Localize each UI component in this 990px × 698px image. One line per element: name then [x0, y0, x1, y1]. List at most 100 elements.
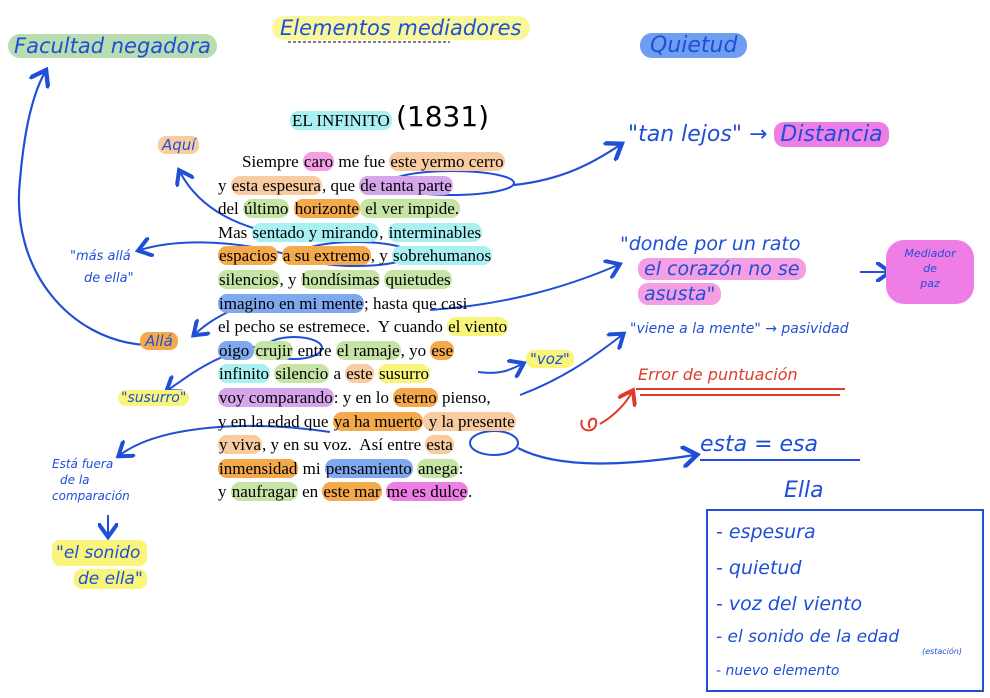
- poem-text: ,: [379, 222, 388, 242]
- poem-highlight: pensamiento: [324, 458, 413, 478]
- header-elementos-mediadores: Elementos mediadores: [272, 16, 530, 40]
- poem-line: el pecho se estremece. Y cuando el vient…: [218, 315, 598, 339]
- poem-line: inmensidad mi pensamiento anega:: [218, 457, 598, 481]
- note-fuera-3: comparación: [52, 489, 130, 503]
- poem-text: a: [329, 364, 346, 384]
- poem-text: .: [468, 482, 473, 502]
- ella-item-4: - el sonido de la edad: [716, 627, 900, 647]
- note-donde: "donde por un rato el corazón no se asus…: [620, 232, 806, 307]
- poem-highlight: ese: [430, 340, 455, 360]
- poem-line: y naufragar en este mar me es dulce.: [218, 480, 598, 504]
- poem-highlight: a su extremo: [281, 246, 371, 266]
- poem-highlight: este mar: [322, 482, 382, 502]
- poem-highlight: anega: [417, 458, 459, 478]
- ella-list-box: - espesura - quietud - voz del viento - …: [706, 509, 984, 692]
- poem-text: mi: [298, 458, 325, 478]
- note-voz: "voz": [526, 350, 574, 368]
- note-mas-alla-1: "más allá: [70, 249, 131, 264]
- poem-text: el pecho se estremece. Y cuando: [218, 317, 448, 337]
- poem-text: Mas: [218, 222, 252, 242]
- note-sonido-1: "el sonido: [52, 540, 147, 566]
- poem-year: (1831): [395, 100, 490, 133]
- note-susurro: "susurro": [118, 390, 190, 406]
- poem-highlight: ya ha muerto: [332, 411, 424, 431]
- poem-highlight: infinito: [218, 364, 271, 384]
- poem-highlight: el viento: [447, 317, 509, 337]
- poem-highlight: caro: [302, 152, 335, 171]
- poem-text: y en la edad que: [218, 411, 333, 431]
- note-mas-alla-2: de ella": [84, 271, 134, 286]
- poem-text: y: [218, 482, 231, 502]
- poem-highlight: espacios: [218, 246, 278, 266]
- note-mas-alla: "más allá de ella": [70, 246, 134, 290]
- poem-text: , y en su voz. Así entre: [262, 435, 426, 455]
- poem-text: , yo: [400, 340, 431, 360]
- poem-highlight: de tanta parte: [359, 175, 453, 195]
- poem-highlight: me es dulce: [385, 482, 469, 502]
- ella-item-2: - quietud: [716, 557, 802, 579]
- note-error: Error de puntuación: [638, 365, 798, 384]
- poem-text: pienso,: [437, 387, 491, 407]
- poem-highlight: sobrehumanos: [391, 246, 493, 266]
- note-aqui: Aquí: [158, 136, 200, 154]
- poem-highlight: crujir: [254, 340, 294, 360]
- poem-text: entre: [293, 340, 336, 360]
- poem-highlight: este: [345, 364, 374, 384]
- note-fuera-2: de la: [60, 473, 90, 487]
- poem-highlight: hondísimas: [300, 269, 381, 289]
- poem-text: , que: [321, 175, 360, 195]
- poem-text: Siempre: [242, 152, 303, 171]
- note-mediador-1: Mediador: [904, 247, 956, 260]
- poem-text: y: [218, 175, 231, 195]
- arrow-to-facultad: [17, 72, 146, 347]
- poem-line: oigo crujir entre el ramaje, yo ese: [218, 339, 598, 363]
- note-donde-1: "donde por un rato: [620, 233, 801, 255]
- note-sonido-2: de ella": [52, 566, 147, 592]
- poem-text: : y en lo: [333, 387, 394, 407]
- poem-line: y en la edad que ya ha muerto y la prese…: [218, 410, 598, 434]
- note-sonido: "el sonido de ella": [52, 540, 147, 592]
- poem-highlight: este yermo cerro: [389, 152, 505, 171]
- poem-line: espacios a su extremo, y sobrehumanos: [218, 244, 598, 268]
- poem-highlight: imagino en mi mente: [218, 293, 364, 313]
- poem-text: ; hasta que casi: [364, 293, 468, 313]
- note-mediador-2: de: [923, 262, 937, 275]
- note-esta-esa: esta = esa: [700, 432, 819, 457]
- note-tan-lejos-text: "tan lejos": [628, 122, 742, 147]
- poem-line: y viva, y en su voz. Así entre esta: [218, 433, 598, 457]
- note-mediador-3: paz: [920, 277, 940, 290]
- poem-line: infinito silencio a este susurro: [218, 362, 598, 386]
- poem-highlight: y la presente: [423, 411, 516, 431]
- header-facultad-negadora: Facultad negadora: [8, 34, 217, 58]
- poem-line: Siempre caro me fue este yermo cerro: [218, 150, 598, 174]
- arrow-icon: →: [748, 122, 768, 147]
- poem-title: EL INFINITO (1831): [290, 100, 489, 133]
- poem-highlight: horizonte: [293, 199, 360, 219]
- note-mediador: Mediador de paz: [886, 240, 974, 304]
- poem-line: imagino en mi mente; hasta que casi: [218, 292, 598, 316]
- arrow-to-error: [599, 392, 632, 425]
- poem-highlight: susurro: [377, 364, 430, 384]
- note-fuera: Está fuera de la comparación: [52, 456, 130, 504]
- note-fuera-1: Está fuera: [52, 457, 114, 471]
- note-alla: Allá: [140, 332, 178, 350]
- poem-highlight: interminables: [387, 222, 483, 242]
- poem-line: Mas sentado y mirando, interminables: [218, 221, 598, 245]
- poem-highlight: oigo: [218, 340, 255, 360]
- poem-text: me fue: [334, 152, 390, 171]
- ella-item-1: - espesura: [716, 521, 816, 543]
- poem-text: , y: [370, 246, 392, 266]
- poem-text: del: [218, 199, 244, 219]
- note-tan-lejos: "tan lejos" → Distancia: [628, 122, 889, 147]
- poem-highlight: inmensidad: [218, 458, 299, 478]
- note-donde-3: asusta": [620, 282, 806, 307]
- poem-highlight: naufragar: [230, 482, 298, 502]
- poem-line: y esta espesura, que de tanta parte: [218, 174, 598, 198]
- ella-item-3: - voz del viento: [716, 593, 863, 615]
- poem-text: en: [297, 482, 323, 502]
- poem-highlight: esta espesura: [230, 175, 322, 195]
- ella-item-5: - nuevo elemento: [716, 663, 840, 679]
- poem-highlight: sentado y mirando: [251, 222, 380, 242]
- ella-item-estacion: (estación): [922, 647, 962, 656]
